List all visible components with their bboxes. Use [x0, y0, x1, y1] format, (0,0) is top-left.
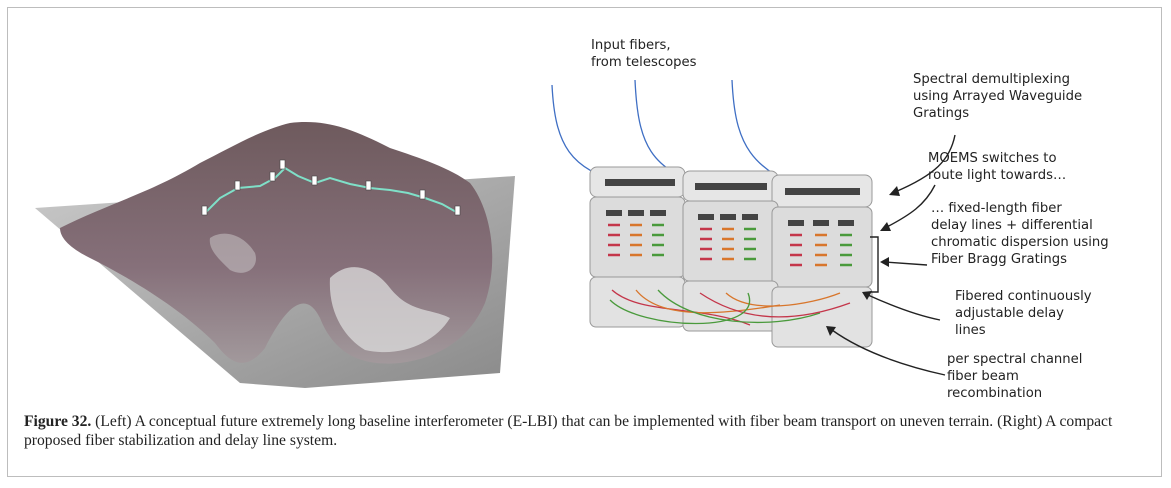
- delay-line-system-illustration: [550, 75, 930, 365]
- recombination-fibers: [609, 289, 851, 326]
- label-adjustable: Fibered continuously adjustable delay li…: [955, 289, 1092, 338]
- bottom-modules: [589, 276, 873, 348]
- snow-patches: [329, 267, 450, 353]
- telescope-markers: [201, 159, 461, 216]
- fiber-link-path: [204, 166, 459, 214]
- awg-top-modules: [589, 166, 873, 208]
- dispersion-bars: [608, 223, 852, 267]
- label-input-fibers: Input fibers, from telescopes: [591, 38, 697, 70]
- figure-label: Figure 32.: [24, 413, 92, 430]
- label-recombination: per spectral channel fiber beam recombin…: [947, 352, 1083, 401]
- label-moems: MOEMS switches to route light towards…: [928, 151, 1067, 183]
- label-spectral-demux: Spectral demultiplexing using Arrayed Wa…: [913, 72, 1083, 121]
- terrain-illustration: [30, 118, 515, 388]
- figure-caption: Figure 32. (Left) A conceptual future ex…: [24, 412, 1144, 450]
- caption-text: (Left) A conceptual future extremely lon…: [24, 413, 1113, 449]
- label-delay-lines: … fixed-length fiber delay lines + diffe…: [931, 201, 1109, 267]
- moems-switches: [606, 210, 854, 226]
